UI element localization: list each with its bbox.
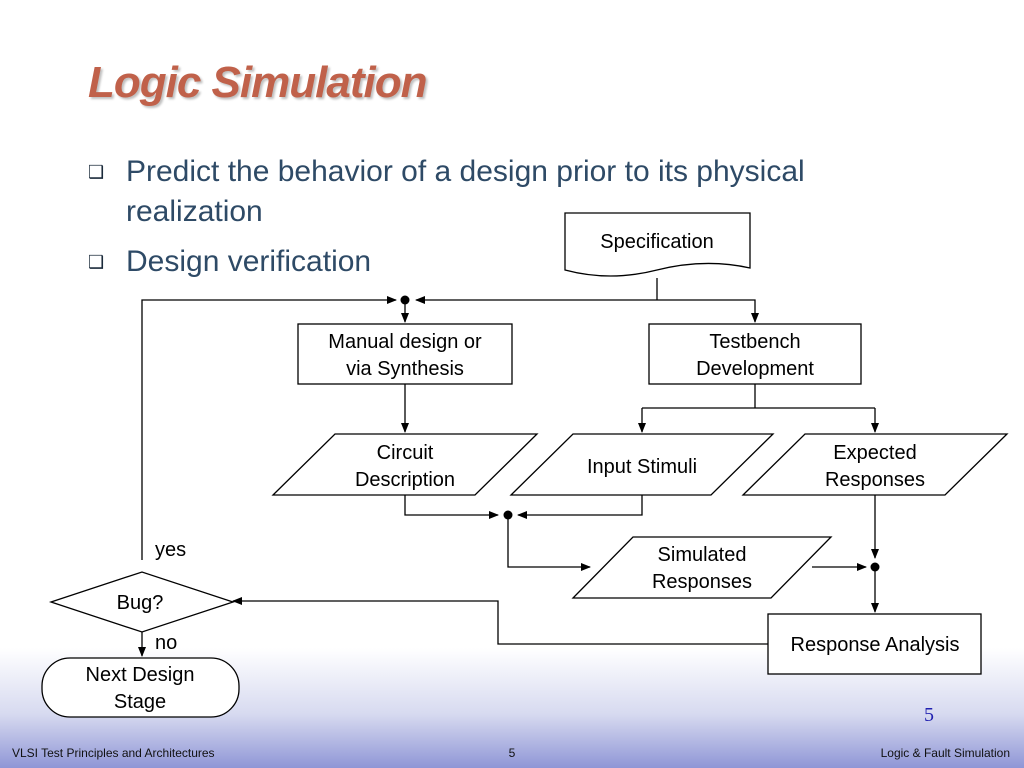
simulated-responses-label-line2: Responses bbox=[652, 571, 752, 593]
bullet-item: ❑ Predict the behavior of a design prior… bbox=[88, 152, 948, 232]
connector-stimuli-to-junction bbox=[517, 495, 643, 519]
specification-label: Specification bbox=[600, 231, 713, 253]
testbench-label-line2: Development bbox=[696, 358, 814, 380]
slide-page-number: 5 bbox=[924, 704, 934, 726]
hollow-square-bullet-icon: ❑ bbox=[88, 252, 105, 272]
bullet-text: Predict the behavior of a design prior t… bbox=[126, 155, 805, 228]
junction-dot bbox=[400, 295, 410, 305]
bug-decision-node bbox=[48, 571, 236, 633]
simulated-responses-label-line1: Simulated bbox=[658, 544, 747, 566]
response-analysis-label: Response Analysis bbox=[791, 634, 960, 656]
expected-responses-label-line1: Expected bbox=[833, 442, 916, 464]
slide-title: Logic Simulation bbox=[88, 58, 427, 107]
circuit-description-label-line1: Circuit bbox=[377, 442, 434, 464]
next-design-stage-label-line1: Next Design bbox=[86, 664, 195, 686]
connector-junction-to-simulated bbox=[507, 515, 591, 571]
hollow-square-bullet-icon: ❑ bbox=[88, 162, 105, 182]
input-stimuli-label: Input Stimuli bbox=[587, 456, 697, 478]
bullet-item: ❑ Design verification bbox=[88, 242, 948, 282]
footer-left-text: VLSI Test Principles and Architectures bbox=[12, 746, 215, 760]
bug-label: Bug? bbox=[117, 592, 164, 614]
bullet-text: Design verification bbox=[126, 245, 372, 278]
circuit-description-node bbox=[271, 433, 539, 496]
bullet-list: ❑ Predict the behavior of a design prior… bbox=[88, 152, 948, 292]
specification-node bbox=[564, 212, 751, 277]
manual-design-label-line1: Manual design or bbox=[328, 331, 482, 353]
junction-dot bbox=[503, 510, 513, 520]
footer-right-text: Logic & Fault Simulation bbox=[880, 746, 1010, 760]
footer-center-page-number: 5 bbox=[508, 746, 516, 760]
testbench-node bbox=[648, 323, 862, 385]
connector-circuit-to-junction bbox=[404, 495, 499, 519]
connector-spec-to-testbench bbox=[657, 299, 759, 323]
simulated-responses-node bbox=[571, 536, 833, 599]
response-analysis-node bbox=[767, 613, 982, 675]
connector-yes-loop bbox=[141, 296, 397, 560]
yes-edge-label: yes bbox=[155, 539, 186, 561]
expected-responses-node bbox=[741, 433, 1009, 496]
input-stimuli-node bbox=[509, 433, 775, 496]
manual-design-node bbox=[297, 323, 513, 385]
testbench-label-line1: Testbench bbox=[709, 331, 800, 353]
next-design-stage-label-line2: Stage bbox=[114, 691, 166, 713]
junction-dot bbox=[870, 562, 880, 572]
next-design-stage-node bbox=[41, 657, 240, 718]
connector-analysis-to-bug bbox=[232, 597, 768, 645]
circuit-description-label-line2: Description bbox=[355, 469, 455, 491]
manual-design-label-line2: via Synthesis bbox=[346, 358, 464, 380]
no-edge-label: no bbox=[155, 632, 177, 654]
expected-responses-label-line2: Responses bbox=[825, 469, 925, 491]
